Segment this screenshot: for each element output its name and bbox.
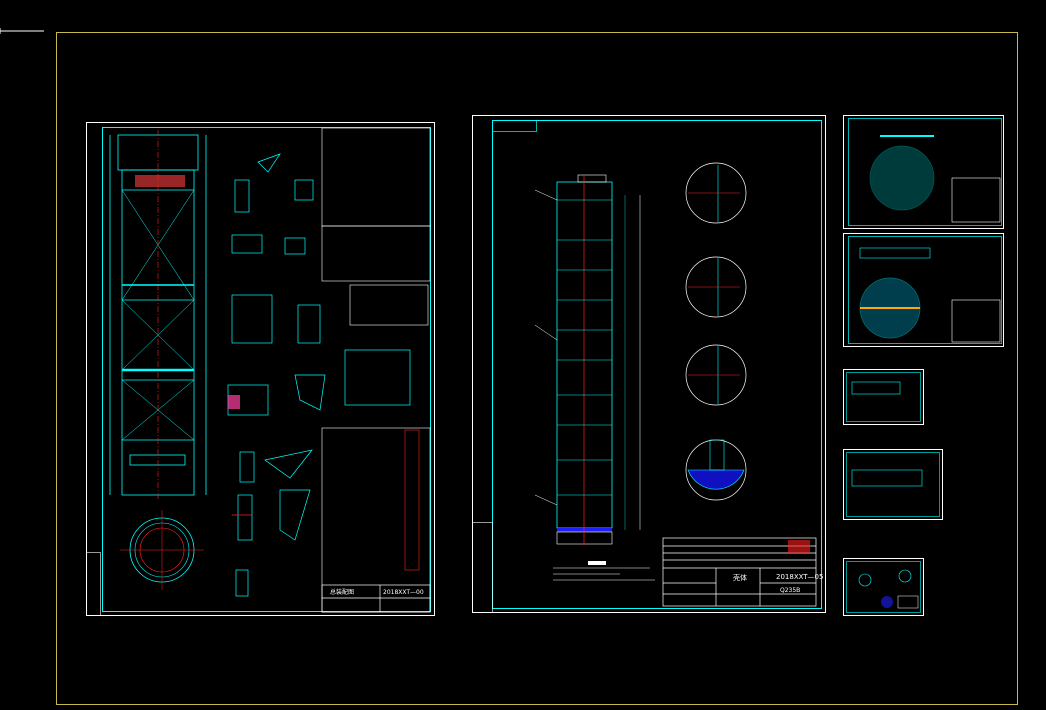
title-block-1 [321,584,431,613]
sheet-nozzle-details[interactable] [843,558,924,616]
tower-elevation [109,134,207,496]
sheet-shell-drawing[interactable]: 2018XXT—05 壳体 Q235B [472,115,826,613]
drawing-number-1: 2018XXT—00 [383,589,424,596]
material-2: Q235B [780,587,800,594]
bill-of-materials-table [321,427,431,613]
packing-zone-hatch [135,175,185,187]
cursor-crosshair [0,28,44,34]
detail-views [227,153,411,597]
title-cell-1: 总装配图 [330,588,354,596]
sheet-support-2[interactable] [843,449,943,520]
shell-elevation [534,174,641,545]
title-block-2 [662,537,817,607]
sheet-support-1[interactable] [843,369,924,425]
sheet-assembly-drawing[interactable]: 2018XXT—00 总装配图 [86,122,435,616]
foundation-hatch [687,469,745,490]
layout-frame [56,32,1018,705]
sheet-plate-layout[interactable] [843,115,1004,229]
revision-table-2 [472,522,493,613]
base-plan-view [120,510,204,590]
section-views [685,162,747,501]
part-name-2: 壳体 [733,573,747,582]
drawing-number-2: 2018XXT—05 [776,573,823,581]
revision-table-1 [86,552,101,616]
sheet-distributor[interactable] [843,233,1004,347]
technical-requirements-table [321,127,431,326]
technical-notes [553,567,655,581]
